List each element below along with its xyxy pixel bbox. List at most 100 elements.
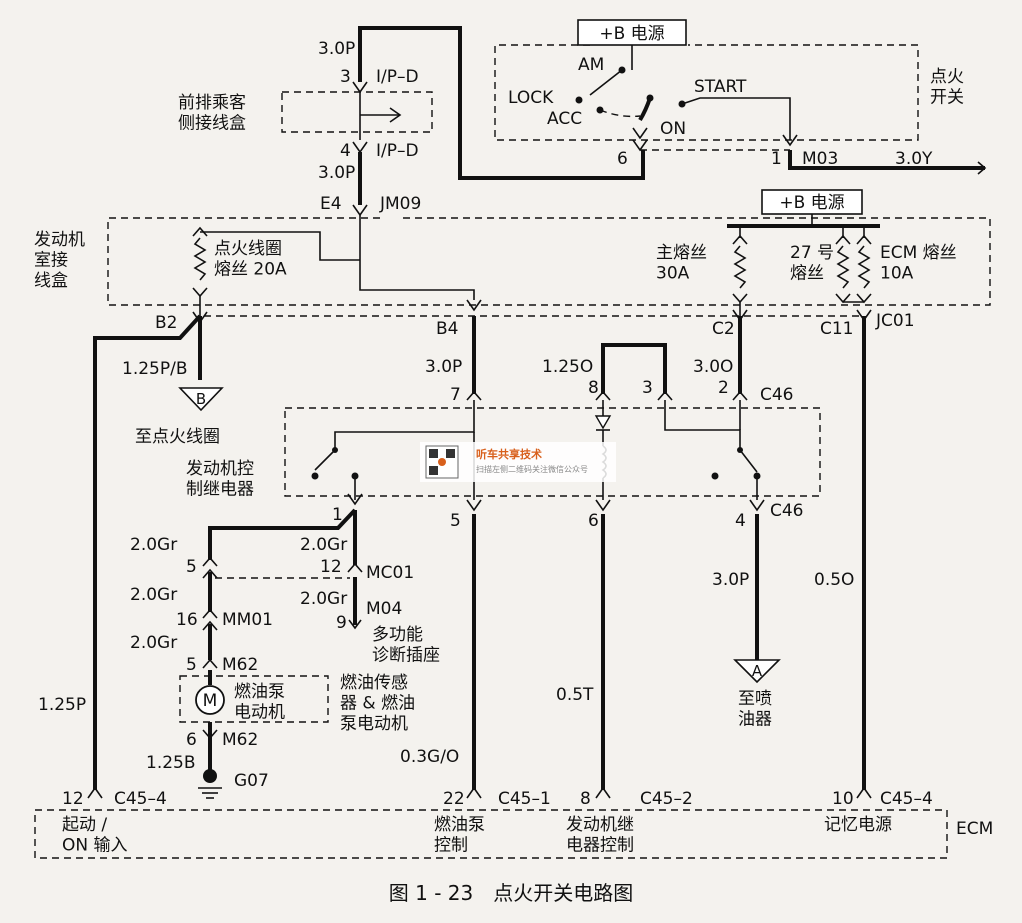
relay-left-blade bbox=[314, 449, 336, 471]
relay-pin3: 3 bbox=[642, 378, 653, 398]
switch-pin1-label: 1 bbox=[771, 149, 782, 169]
ecm-start-on: 起动 /ON 输入 bbox=[62, 815, 128, 855]
junction-c11-label: C11 bbox=[820, 319, 854, 339]
relay-c46-top: C46 bbox=[760, 385, 794, 405]
text-line: 至喷 bbox=[738, 689, 772, 709]
text-line: 点火线圈 bbox=[214, 239, 282, 259]
text-line: 熔丝 20A bbox=[214, 259, 287, 279]
switch-am-label: AM bbox=[578, 55, 604, 75]
switch-out-arrow bbox=[977, 161, 987, 175]
ecm-c45-1: C45–1 bbox=[498, 789, 551, 809]
diag-w1: 2.0Gr bbox=[300, 535, 347, 555]
text-line: ON 输入 bbox=[62, 835, 128, 855]
text-line: 熔丝 bbox=[790, 263, 824, 283]
pump-motor-letter: M bbox=[203, 691, 218, 711]
text-line: 控制 bbox=[434, 835, 468, 855]
main-fuse-bottom-connector bbox=[732, 293, 748, 304]
relay-pin4: 4 bbox=[735, 511, 746, 531]
text-line: 燃油传感 bbox=[340, 673, 408, 693]
ecm-fuse-symbol bbox=[857, 245, 871, 289]
switch-connector-label: M03 bbox=[802, 149, 838, 169]
relay-pin1-connector bbox=[347, 493, 363, 506]
memory-wire-label: 0.5O bbox=[814, 570, 854, 590]
text-line: 电器控制 bbox=[566, 835, 634, 855]
jm09-to-coil-fuse bbox=[200, 231, 360, 261]
ecm-c45-4a: C45–4 bbox=[114, 789, 167, 809]
watermark-qr-logo bbox=[438, 458, 446, 466]
front-conn-bottom: I/P–D bbox=[376, 141, 419, 161]
text-line: 点火 bbox=[930, 67, 964, 87]
diag-m04: M04 bbox=[366, 599, 402, 619]
pump-motor-name: 燃油泵电动机 bbox=[234, 682, 285, 722]
b2-connector bbox=[192, 311, 208, 324]
engine-junction-name: 发动机室接线盒 bbox=[34, 230, 85, 291]
text-line: 多功能 bbox=[372, 625, 423, 645]
jm09-to-b4 bbox=[359, 260, 475, 300]
ground-point bbox=[203, 769, 217, 783]
injector-label: 至喷油器 bbox=[738, 689, 772, 729]
switch-arc bbox=[599, 109, 641, 118]
diag-p12: 12 bbox=[320, 557, 342, 577]
ipd-pin3-connector bbox=[352, 81, 368, 94]
text-line: 10A bbox=[880, 263, 914, 283]
pump-motor-symbol bbox=[195, 685, 225, 715]
coil-fuse-top-connector bbox=[192, 226, 208, 237]
ecm-c45-2: C45–2 bbox=[640, 789, 693, 809]
supply-mid-box bbox=[761, 189, 863, 215]
text-line: 泵电动机 bbox=[340, 714, 408, 734]
pump-conn-5b bbox=[202, 568, 218, 579]
start-feed-wire bbox=[93, 314, 202, 790]
relay-pin6-connector bbox=[595, 499, 611, 512]
pump-w4: 1.25B bbox=[146, 753, 196, 773]
ecm-pin10-connector bbox=[856, 786, 872, 799]
junction-c2-label: C2 bbox=[712, 319, 735, 339]
pump-conn-5 bbox=[202, 556, 218, 567]
pump-conn-16 bbox=[202, 608, 218, 619]
pump-m62b: M62 bbox=[222, 730, 258, 750]
ecm-name: ECM bbox=[956, 819, 993, 839]
feed-wire-top bbox=[358, 26, 645, 180]
relay-pin5: 5 bbox=[450, 511, 461, 531]
coil-fuse-symbol bbox=[193, 237, 207, 281]
front-pin-top: 3 bbox=[340, 67, 351, 87]
ecm-pin12-connector bbox=[87, 786, 103, 799]
relay-pin5-connector bbox=[466, 499, 482, 512]
junction-jc01-label: JC01 bbox=[875, 311, 915, 331]
ipd-pin4-connector bbox=[352, 141, 368, 154]
junction-b4-label: B4 bbox=[436, 319, 458, 339]
relay-pin1: 1 bbox=[332, 505, 343, 525]
coil-wire-label: 1.25P/B bbox=[122, 359, 188, 379]
injector-wire-label: 3.0P bbox=[712, 570, 749, 590]
relay-pin2: 2 bbox=[718, 378, 729, 398]
ecm-pin8-connector bbox=[595, 786, 611, 799]
relay-wire-b4: 3.0P bbox=[425, 357, 462, 377]
switch-acc-label: ACC bbox=[547, 109, 582, 129]
c11-connector bbox=[856, 309, 872, 322]
ecm-p22: 22 bbox=[443, 789, 465, 809]
watermark-title: 听车共享技术 bbox=[476, 447, 542, 461]
watermark-qr-corner-3 bbox=[429, 466, 438, 475]
main-fuse-symbol bbox=[733, 245, 747, 289]
text-line: 线盒 bbox=[34, 271, 68, 291]
pump-p6: 6 bbox=[186, 730, 197, 750]
jm09-connector bbox=[352, 204, 368, 217]
supply-top-label: +B 电源 bbox=[599, 24, 664, 44]
relay-internal-7 bbox=[334, 400, 475, 448]
switch-out-wire bbox=[788, 150, 985, 170]
text-line: 前排乘客 bbox=[178, 93, 246, 113]
injector-marker-triangle bbox=[733, 659, 781, 684]
junction-e4-label: E4 bbox=[320, 194, 342, 214]
switch-start-lead bbox=[681, 97, 791, 140]
ecm-relay-control: 发动机继电器控制 bbox=[566, 815, 634, 855]
front-wire-top: 3.0P bbox=[318, 39, 355, 59]
pump-mm01: MM01 bbox=[222, 610, 273, 630]
text-line: ECM 熔丝 bbox=[880, 243, 957, 263]
text-line: 室接 bbox=[34, 250, 68, 270]
relay-pin2-connector bbox=[732, 390, 748, 401]
diag-arrow bbox=[348, 619, 362, 630]
switch-lock-contact bbox=[575, 96, 583, 104]
fuse27-bottom-connector bbox=[835, 293, 851, 304]
ecm-memory-power: 记忆电源 bbox=[824, 815, 892, 835]
watermark-qr-corner-1 bbox=[429, 449, 438, 458]
text-line: 制继电器 bbox=[186, 479, 254, 499]
